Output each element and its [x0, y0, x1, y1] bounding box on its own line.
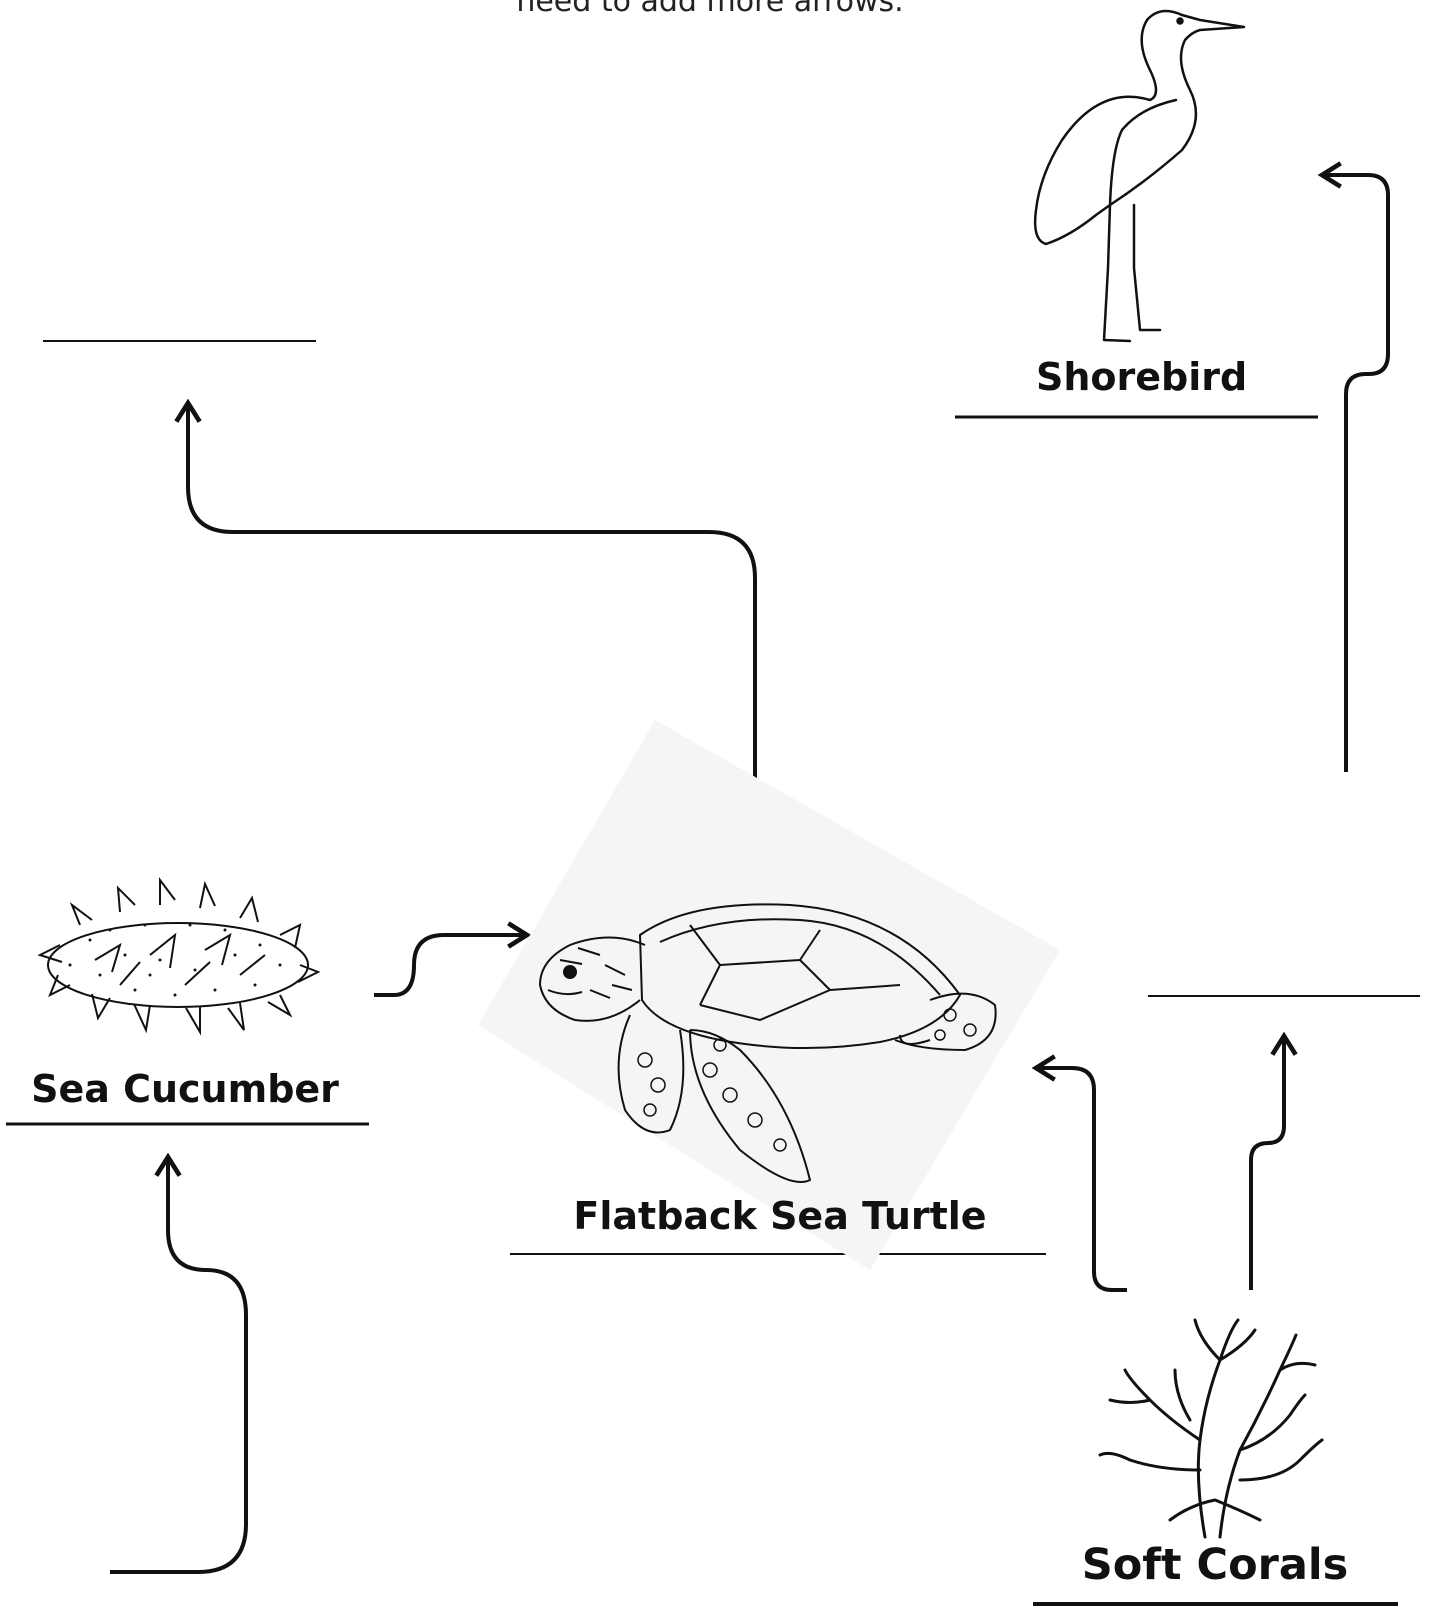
shorebird-illustration — [1035, 11, 1244, 341]
sea-cucumber-illustration — [40, 880, 318, 1032]
sea-cucumber-label: Sea Cucumber — [30, 1067, 340, 1111]
arrow-corals-to-turtle — [1036, 1068, 1127, 1290]
arrow-bottom-to-cucumber — [110, 1157, 246, 1572]
turtle-label: Flatback Sea Turtle — [570, 1194, 990, 1238]
soft-corals-label: Soft Corals — [1075, 1540, 1355, 1590]
shorebird-label: Shorebird — [1036, 355, 1236, 399]
soft-corals-illustration — [1100, 1320, 1322, 1537]
arrow-right-to-shorebird — [1322, 175, 1388, 772]
arrow-corals-to-right-blank — [1251, 1036, 1284, 1290]
